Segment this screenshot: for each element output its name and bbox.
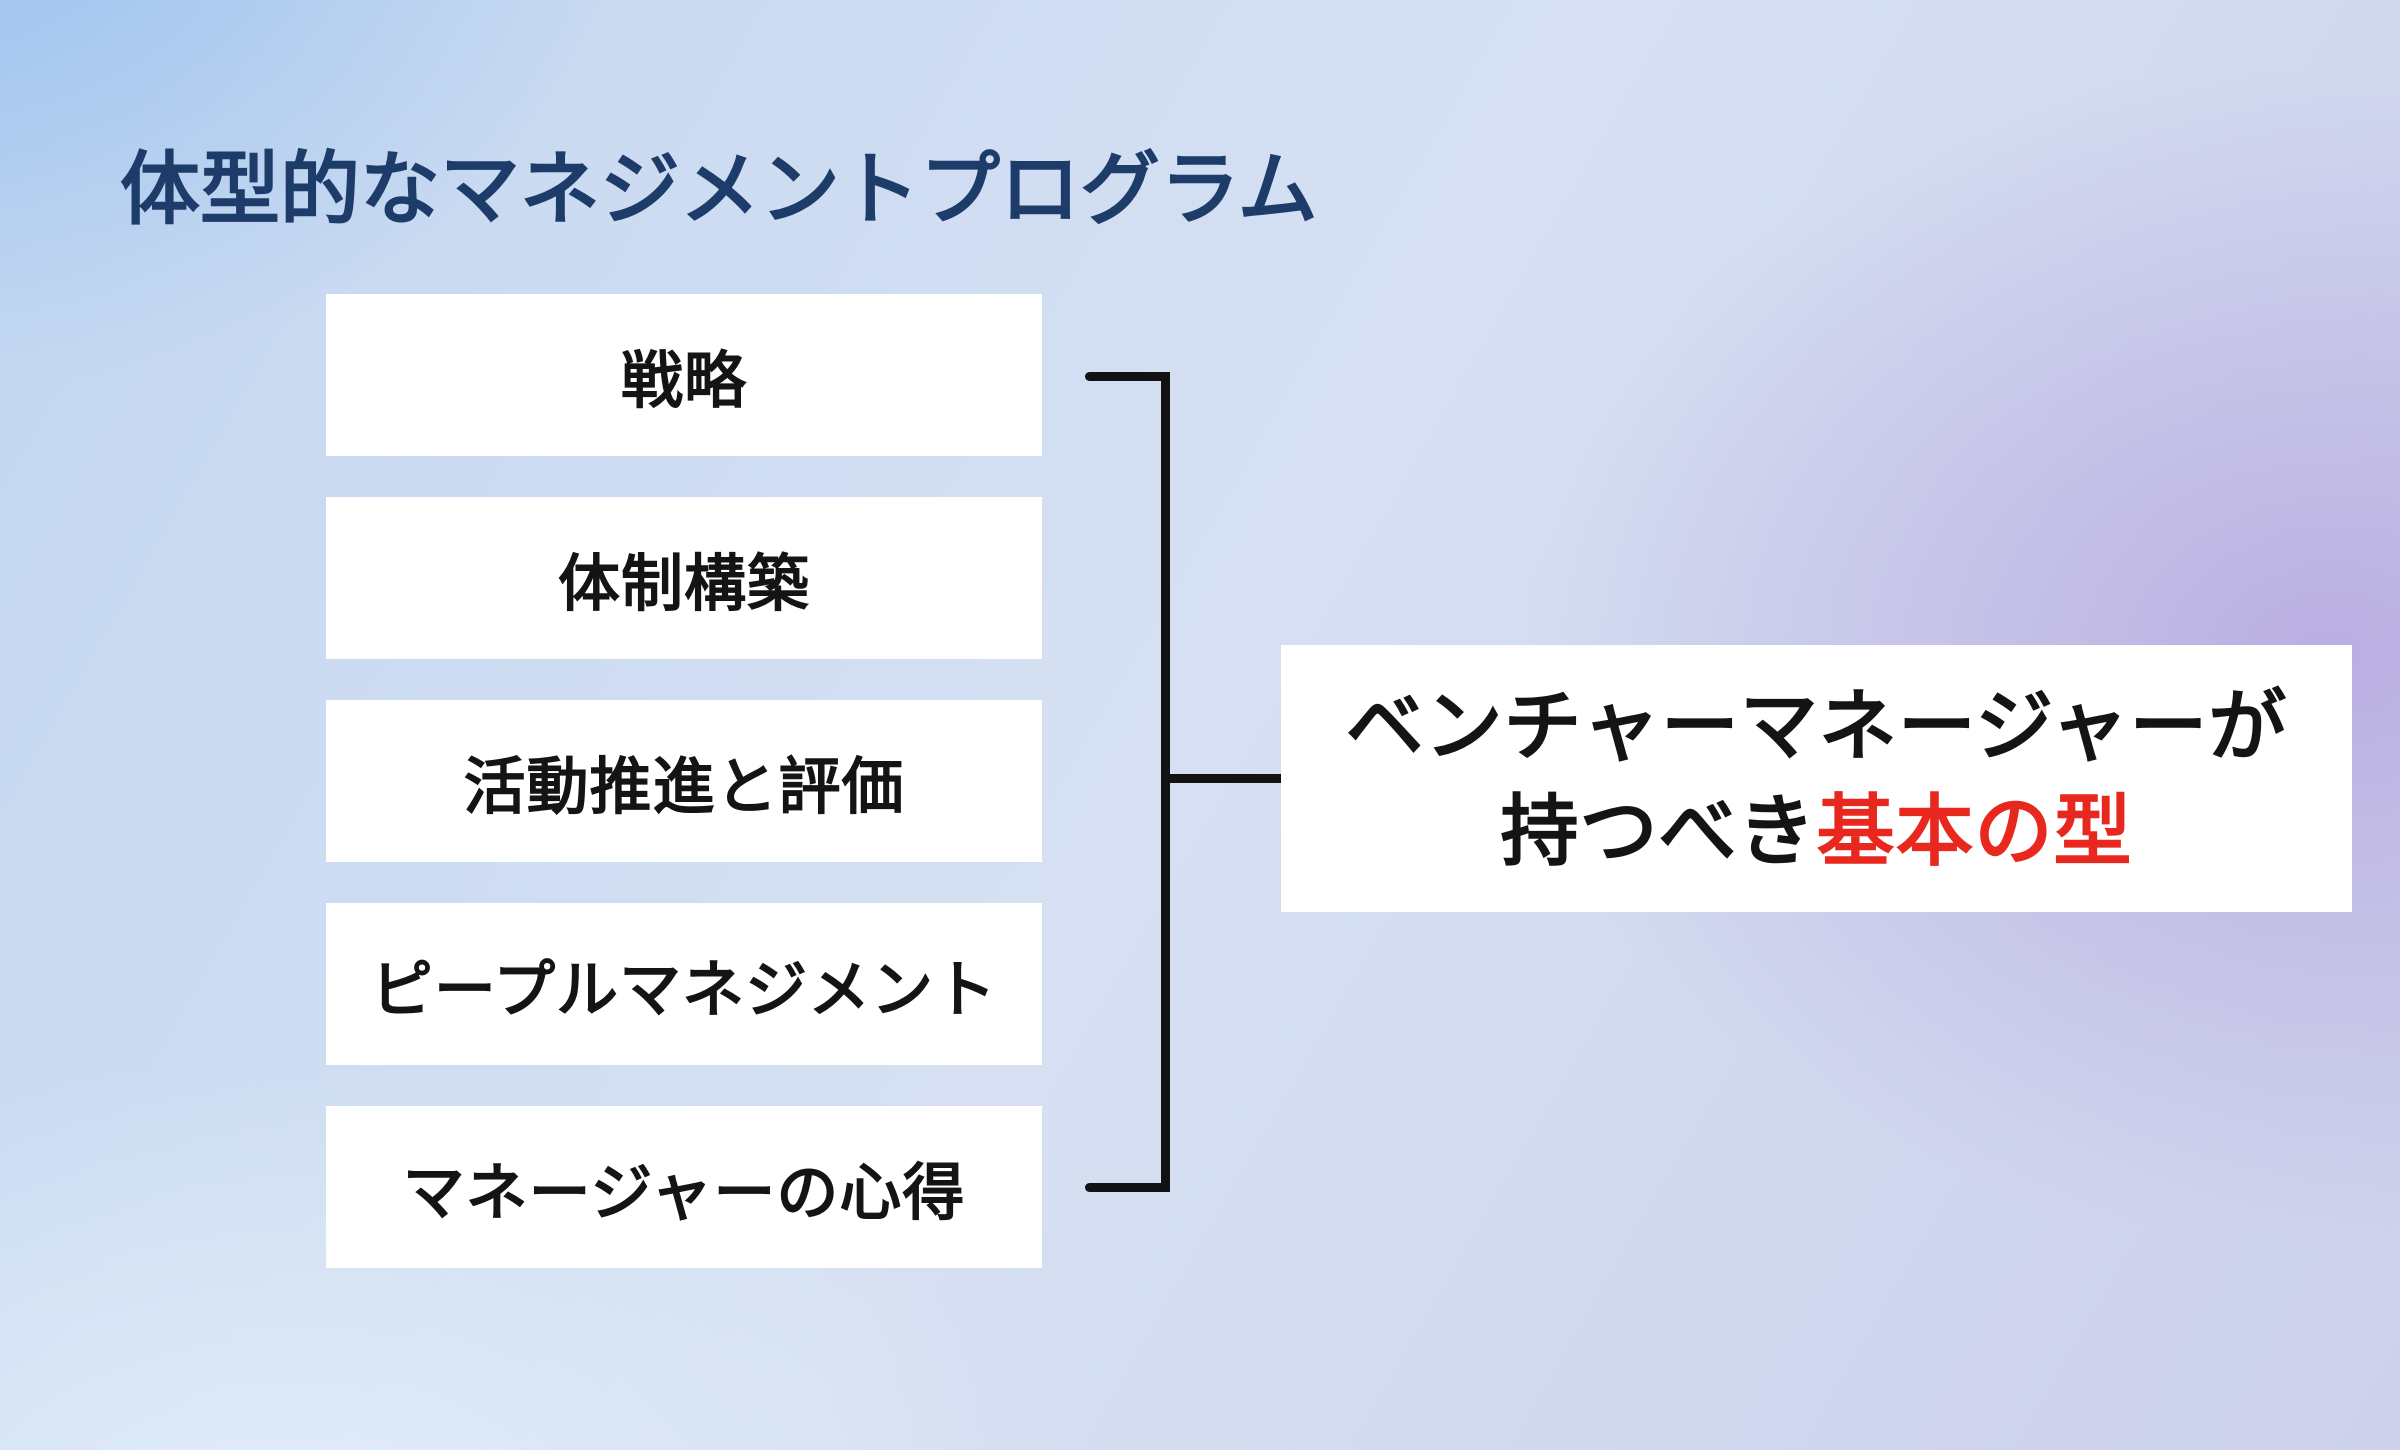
program-item-box-structure: 体制構築 — [326, 497, 1042, 659]
bracket-top-stub-line — [1085, 372, 1170, 381]
program-item-box-people-management: ピープルマネジメント — [326, 903, 1042, 1065]
summary-line-1: ベンチャーマネージャーが — [1345, 681, 2288, 770]
summary-highlight: 基本の型 — [1816, 786, 2133, 875]
program-item-box-manager-mindset: マネージャーの心得 — [326, 1106, 1042, 1268]
page-title: 体型的なマネジメントプログラム — [120, 145, 1318, 234]
bracket-middle-connector-line — [1161, 774, 1281, 783]
summary-line-2: 持つべき基本の型 — [1500, 779, 2132, 884]
program-item-label: ピープルマネジメント — [370, 956, 998, 1025]
summary-line-2-prefix: 持つべき — [1500, 786, 1817, 875]
program-item-label: 戦略 — [620, 347, 747, 416]
bracket-bottom-stub-line — [1085, 1183, 1170, 1192]
program-item-box-promotion-evaluation: 活動推進と評価 — [326, 700, 1042, 862]
summary-box: ベンチャーマネージャーが 持つべき基本の型 — [1281, 645, 2352, 912]
program-item-label: 活動推進と評価 — [463, 753, 905, 822]
program-item-label: 体制構築 — [557, 550, 810, 619]
program-item-box-strategy: 戦略 — [326, 294, 1042, 456]
program-item-label: マネージャーの心得 — [402, 1159, 966, 1228]
